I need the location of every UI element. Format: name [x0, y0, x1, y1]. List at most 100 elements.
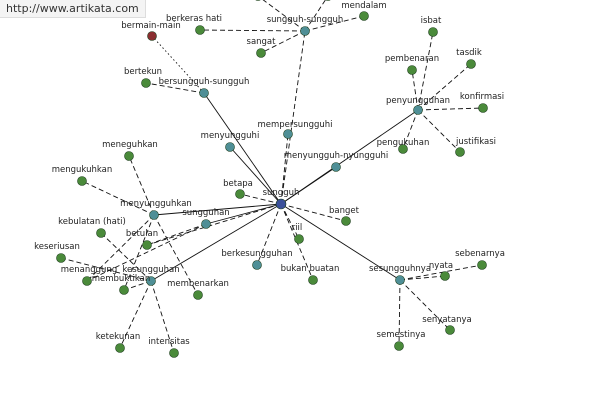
edge-kesungguhan-to-kebulatan-hati: [100, 232, 152, 282]
node-kebulatan-hati[interactable]: [96, 228, 106, 238]
node-top-edge-2[interactable]: [324, 0, 333, 1]
node-label-menanggung: menanggung: [61, 265, 117, 275]
node-label-justifikasi: justifikasi: [455, 137, 496, 147]
node-label-nyata: nyata: [429, 261, 453, 271]
node-label-berkeras-hati: berkeras hati: [166, 14, 222, 24]
node-sungguhan[interactable]: [201, 219, 211, 229]
edge-sesungguhnya-to-senyatanya: [399, 279, 451, 331]
node-menyungguhkan[interactable]: [149, 210, 159, 220]
edge-sungguh-to-bersungguh-sungguh: [203, 92, 282, 205]
node-isbat[interactable]: [428, 27, 438, 37]
edge-sesungguhnya-to-nyata: [399, 275, 446, 281]
node-label-penyungguhan: penyungguhan: [386, 96, 450, 106]
watermark-url: http://www.artikata.com: [0, 0, 146, 18]
node-sungguh-sungguh[interactable]: [300, 26, 310, 36]
node-penyungguhan[interactable]: [413, 105, 423, 115]
edge-sungguh-to-penyungguhan: [280, 109, 419, 205]
node-label-mempersungguhi: mempersungguhi: [257, 120, 332, 130]
node-mengukuhkan[interactable]: [77, 176, 87, 186]
edge-penyungguhan-to-justifikasi: [417, 109, 461, 153]
edge-sungguh-to-menyungguhkan: [153, 203, 282, 216]
node-label-sangat: sangat: [247, 37, 277, 47]
node-menyungguhi[interactable]: [225, 142, 235, 152]
edge-kesungguhan-to-intensitas: [150, 280, 175, 354]
node-pembenaran[interactable]: [407, 65, 417, 75]
node-label-sungguh: sungguh: [263, 188, 300, 198]
node-label-keseriusan: keseriusan: [34, 242, 80, 252]
node-label-kesungguhan: kesungguhan: [122, 265, 179, 275]
node-label-senyatanya: senyatanya: [422, 315, 471, 325]
node-label-ketekunan: ketekunan: [96, 332, 140, 342]
node-label-bukan-buatan: bukan buatan: [281, 264, 340, 274]
node-sungguh[interactable]: [275, 198, 287, 210]
edge-sesungguhnya-to-sebenarnya: [399, 264, 483, 281]
node-sesungguhnya[interactable]: [395, 275, 405, 285]
node-keseriusan[interactable]: [56, 253, 66, 263]
node-intensitas[interactable]: [169, 348, 179, 358]
edge-bersungguh-sungguh-to-bertekun: [145, 82, 205, 94]
node-kesungguhan[interactable]: [146, 276, 156, 286]
node-konfirmasi[interactable]: [478, 103, 488, 113]
node-sangat[interactable]: [256, 48, 266, 58]
node-top-edge-1[interactable]: [254, 0, 263, 1]
node-label-meneguhkan: meneguhkan: [102, 140, 158, 150]
node-mendalam[interactable]: [359, 11, 369, 21]
edge-sungguh-to-riil: [280, 203, 300, 240]
edge-sungguh-to-betapa: [239, 193, 282, 205]
node-menanggung[interactable]: [82, 276, 92, 286]
edge-sungguh-to-sesungguhnya: [280, 203, 401, 281]
edge-penyungguhan-to-isbat: [417, 31, 434, 111]
node-label-mendalam: mendalam: [341, 1, 386, 11]
node-label-riil: riil: [292, 223, 303, 233]
node-sebenarnya[interactable]: [477, 260, 487, 270]
node-membenarkan[interactable]: [193, 290, 203, 300]
node-pengukuhan[interactable]: [398, 144, 408, 154]
node-label-betulan: betulan: [126, 229, 158, 239]
node-mempersungguhi[interactable]: [283, 129, 293, 139]
edge-sungguhan-to-betulan: [146, 223, 207, 246]
edge-layer: [60, 0, 484, 354]
node-label-tasdik: tasdik: [456, 48, 482, 58]
node-banget[interactable]: [341, 216, 351, 226]
node-semestinya[interactable]: [394, 341, 404, 351]
node-senyatanya[interactable]: [445, 325, 455, 335]
label-layer: sungguhsungguh-sungguhbersungguh-sungguh…: [34, 1, 505, 347]
node-membuktikan[interactable]: [119, 285, 129, 295]
node-label-menyungguhi: menyungguhi: [201, 131, 260, 141]
node-bersungguh-sungguh[interactable]: [199, 88, 209, 98]
node-nyata[interactable]: [440, 271, 450, 281]
edge-sungguh-to-betulan: [146, 203, 282, 246]
edge-penyungguhan-to-pengukuhan: [402, 109, 419, 150]
node-bertekun[interactable]: [141, 78, 151, 88]
node-betulan[interactable]: [142, 240, 152, 250]
edge-sungguh-to-mempersungguhi: [280, 133, 289, 205]
edge-penyungguhan-to-pembenaran: [411, 69, 419, 111]
node-label-pembenaran: pembenaran: [385, 54, 439, 64]
node-ketekunan[interactable]: [115, 343, 125, 353]
node-tasdik[interactable]: [466, 59, 476, 69]
node-justifikasi[interactable]: [455, 147, 465, 157]
node-betapa[interactable]: [235, 189, 245, 199]
edge-bersungguh-sungguh-to-bermain-main: [151, 35, 205, 94]
node-label-bermain-main: bermain-main: [121, 21, 181, 31]
edge-sesungguhnya-to-semestinya: [398, 279, 401, 347]
edge-sungguh-sungguh-to-sangat: [260, 30, 306, 54]
node-meneguhkan[interactable]: [124, 151, 134, 161]
node-riil[interactable]: [294, 234, 304, 244]
node-label-membuktikan: membuktikan: [92, 274, 151, 284]
edge-sungguhan-to-menanggung: [86, 223, 207, 282]
node-bukan-buatan[interactable]: [308, 275, 318, 285]
node-berkeras-hati[interactable]: [195, 25, 205, 35]
node-label-mengukuhkan: mengukuhkan: [52, 165, 112, 175]
edge-menyungguhkan-to-mengukuhkan: [81, 180, 155, 216]
node-berkesungguhan[interactable]: [252, 260, 262, 270]
edge-menyungguhkan-to-meneguhkan: [128, 155, 155, 216]
node-label-membenarkan: membenarkan: [167, 279, 229, 289]
node-bermain-main[interactable]: [147, 31, 157, 41]
node-label-sungguh-sungguh: sungguh-sungguh: [267, 15, 344, 25]
edge-sungguh-sungguh-to-mendalam: [304, 15, 365, 32]
node-menyungguh-nyungguhi[interactable]: [331, 162, 341, 172]
edge-sungguh-to-sungguh-sungguh: [280, 30, 306, 205]
edge-menyungguhkan-to-membenarkan: [153, 214, 199, 296]
